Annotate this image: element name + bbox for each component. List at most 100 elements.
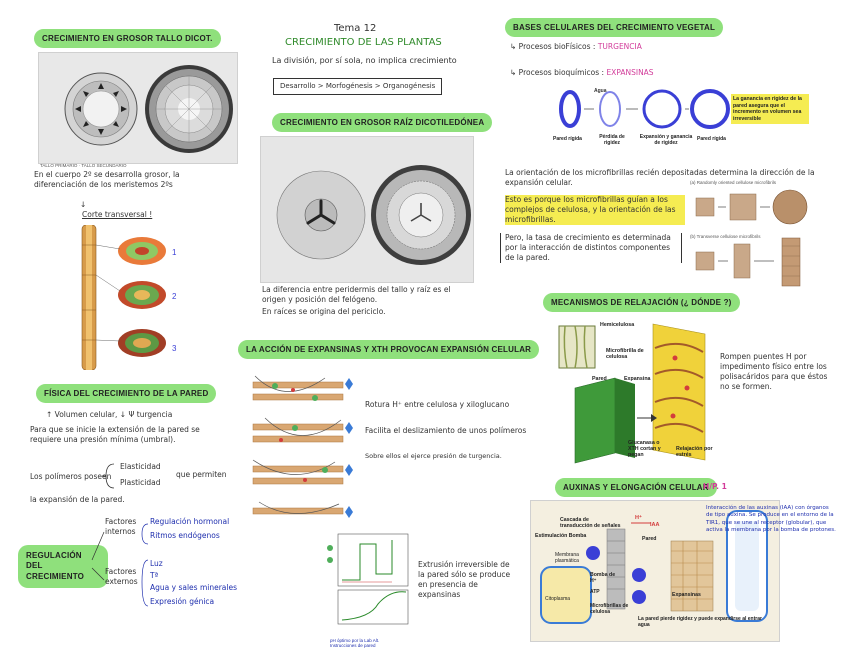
relax-label-stress: Relajación por estrés: [676, 446, 713, 458]
auxin-figure: [530, 500, 780, 642]
bullet-biophysical: ↳ Procesos bioFísicos : TURGENCIA: [510, 42, 642, 52]
ring-label-3: Expansión y ganancia de rigidez: [639, 134, 693, 146]
bullet-biophysical-value: TURGENCIA: [597, 42, 642, 51]
external-factor-3: Agua y sales minerales: [150, 583, 237, 592]
note-threshold-pressure: Para que se inicie la extensión de la pa…: [30, 425, 200, 445]
brace-polymers: [100, 462, 120, 495]
secondary-stem-diagram: [145, 65, 233, 153]
random-fibrils: [695, 189, 808, 225]
stem-cross-section-figure: [38, 52, 238, 164]
heading-root-growth: CRECIMIENTO EN GROSOR RAÍZ DICOTILEDÓNEA: [272, 113, 493, 132]
auxin-label-expansins: Expansinas: [672, 592, 701, 598]
heading-relaxation-mechanisms: MECANISMOS DE RELAJACIÓN (¿ DÓNDE ?): [543, 293, 740, 312]
auxin-label-cascade: Cascada de transducción de señales: [560, 517, 621, 529]
primary-root-diagram: [276, 170, 366, 260]
wall-rings-diagram: [540, 85, 740, 157]
secondary-root-diagram: [371, 165, 471, 265]
note-wall-expansion: la expansión de la pared.: [30, 495, 125, 504]
polymer-property-1: Elasticidad: [120, 462, 161, 471]
auxin-symbol-h: H⁺: [635, 515, 642, 521]
external-factor-4: Expresión génica: [150, 597, 215, 606]
wall-mesh: [670, 540, 714, 612]
arrow-right-icon: ↳: [510, 42, 519, 51]
internal-factor-2: Ritmos endógenos: [150, 531, 220, 540]
svg-text:2: 2: [172, 292, 177, 301]
bullet-biochemical: ↳ Procesos bioquímicos : EXPANSINAS: [510, 68, 654, 78]
note-irreversible-extrusion: Extrusión irreversible de la pared sólo …: [418, 560, 511, 600]
relax-label-expansin: Expansina: [624, 376, 651, 382]
svg-text:3: 3: [172, 344, 177, 353]
ring-water-label: Agua: [594, 88, 607, 94]
section-1: [95, 237, 166, 265]
hemicellulose-cage: [558, 325, 596, 369]
relax-label-wall: Pared: [592, 376, 607, 382]
note-growth-rate-box: Pero, la tasa de crecimiento es determin…: [500, 233, 682, 264]
auxin-label-wall: Pared: [642, 536, 657, 542]
auxin-symbol-iaa: IAA: [650, 522, 660, 528]
arrow-right-icon: ↳: [510, 68, 519, 77]
note-turgor-pressure: Sobre ellos el ejerce presión de turgenc…: [365, 452, 502, 460]
fibril-caption-a: (a) Randomly oriented cellulose microfib…: [690, 180, 777, 185]
note-polymer-slide: Facilita el deslizamiento de unos políme…: [365, 426, 527, 435]
fibril-orientation-figure: (a) Randomly oriented cellulose microfib…: [690, 180, 830, 290]
note-orientation-highlight: Esto es porque los microfibrillas guían …: [505, 195, 685, 226]
note-secondary-body: En el cuerpo 2º se desarrolla grosor, la…: [34, 170, 180, 190]
heading-cellular-bases: BASES CELULARES DEL CRECIMIENTO VEGETAL: [505, 18, 724, 37]
auxin-symbol-atp: ATP: [590, 589, 600, 595]
topic-number: Tema 12: [334, 23, 377, 34]
external-factor-2: Tª: [150, 571, 159, 580]
arrow-down-icon: ↓: [80, 200, 87, 209]
graph-caption: pH óptimo por la Lab Alt. Instrucciones …: [330, 638, 380, 648]
relax-label-glucanase: Glucanasa o XTH cortan y pegan: [628, 440, 661, 458]
ring-label-2: Pérdida de rigidez: [599, 134, 625, 146]
label-polymers: Los polímeros poseen: [30, 472, 112, 481]
section-3: [95, 329, 166, 357]
label-internal-factors: Factores internos: [105, 517, 137, 537]
bullet-biochemical-value: EXPANSINAS: [606, 68, 654, 77]
figure-caption: TALLO PRIMARIO · TALLO SECUNDARIO: [40, 163, 127, 168]
heading-wall-physics: FÍSICA DEL CRECIMIENTO DE LA PARED: [36, 384, 217, 403]
page-subtitle: La división, por sí sola, no implica cre…: [272, 56, 457, 65]
svg-text:1: 1: [172, 248, 177, 257]
auxin-label-pump: Bomba de H⁺: [590, 572, 616, 584]
auxin-label-microfibrils: Microfibrillas de celulosa: [590, 603, 629, 615]
extension-graph-figure: [320, 530, 415, 640]
auxin-label-loses-rigidity: La pared pierde rigidez y puede expandir…: [638, 616, 762, 628]
note-volume-turgor: ↑ Volumen celular, ↓ Ψ turgencia: [46, 410, 173, 419]
fibril-caption-b: (b) Transverse cellulose microfibrils: [690, 234, 761, 239]
note-hydrogen-break: Rotura H⁺ entre celulosa y xiloglucano: [365, 400, 510, 409]
external-factor-1: Luz: [150, 559, 163, 568]
auxin-label-pump-stim: Estimulación Bomba: [535, 533, 587, 539]
section-2: [95, 274, 166, 309]
h-ion-circles: [586, 546, 646, 604]
relax-label-microfibril: Microfibrilla de celulosa: [606, 348, 644, 360]
ring-callout: La ganancia en rigidez de la pared asegu…: [731, 94, 809, 124]
primary-stem-diagram: [64, 72, 138, 146]
relaxation-figure: [555, 318, 725, 468]
bullet-biophysical-label: Procesos bioFísicos :: [518, 42, 596, 51]
root-longitudinal-figure: 1 2 3: [72, 224, 182, 371]
heading-growth-regulation: REGULACIÓN DEL CRECIMIENTO: [18, 545, 108, 589]
note-h-bonds: Rompen puentes H por impedimento físico …: [720, 352, 828, 392]
root-cross-section-figure: [260, 136, 474, 283]
label-allow: que permiten: [176, 470, 227, 479]
auxin-tag: H/P. 1: [703, 482, 727, 491]
ring-label-4: Pared rígida: [697, 136, 726, 142]
note-pericycle-origin: En raíces se origina del periciclo.: [262, 307, 386, 316]
regulation-connectors: [91, 523, 148, 607]
ring-label-1: Pared rígida: [553, 136, 582, 142]
auxin-notes: Interacción de las auxinas (IAA) con órg…: [706, 505, 836, 534]
yellow-wall-block: [652, 323, 706, 461]
heading-secondary-growth-stem: CRECIMIENTO EN GROSOR TALLO DICOT.: [34, 29, 221, 48]
heading-expansins-action: LA ACCIÓN DE EXPANSINAS Y XTH PROVOCAN E…: [238, 340, 540, 359]
transverse-fibrils: [695, 237, 801, 287]
green-wall-block: [574, 377, 635, 464]
bullet-biochemical-label: Procesos bioquímicos :: [518, 68, 605, 77]
heading-auxin-elongation: AUXINAS Y ELONGACIÓN CELULAR: [555, 478, 717, 497]
wall-slippage-figure: [245, 362, 355, 527]
label-external-factors: Factores externos: [105, 567, 138, 587]
auxin-label-membrane: Membrana plasmática: [555, 552, 579, 564]
note-periderm-difference: La diferencia entre peridermis del tallo…: [262, 285, 451, 305]
note-transverse-cut: Corte transversal !: [82, 210, 153, 219]
page-title: CRECIMIENTO DE LAS PLANTAS: [285, 37, 442, 48]
